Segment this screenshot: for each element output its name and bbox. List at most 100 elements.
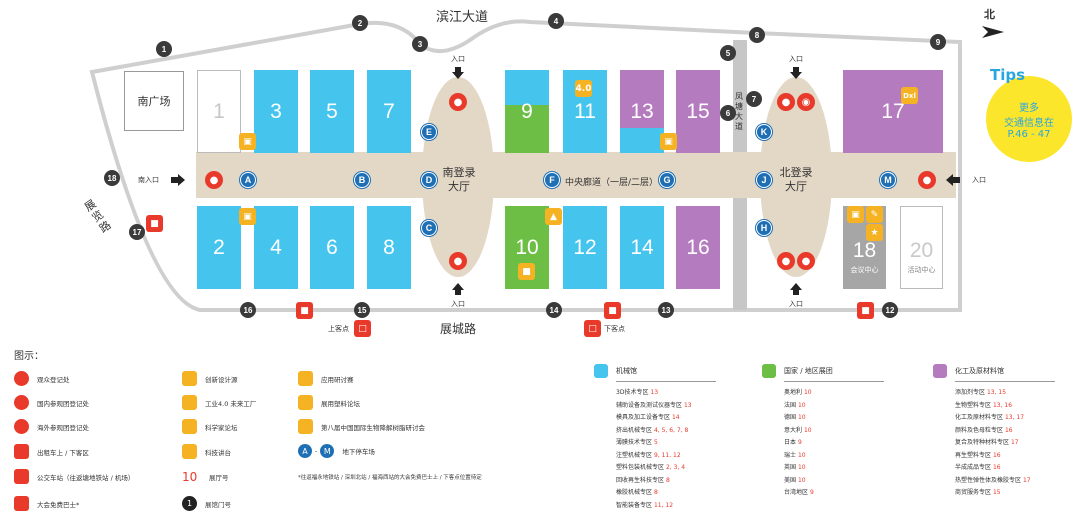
entrance-south-south-lobby[interactable]: 入口 [448,280,468,309]
hall-9[interactable]: 9 [505,70,549,153]
domestic-group-icon[interactable]: ● [797,252,815,270]
taxi-icon[interactable]: ■ [604,302,621,319]
visitor-registration-icon[interactable]: ● [777,252,795,270]
hall-17[interactable]: 17 [843,70,943,153]
taxi-icon[interactable]: ■ [146,215,163,232]
gate-7[interactable]: 7 [746,91,762,107]
category-row-name: 英国 [784,464,797,471]
gate-3[interactable]: 3 [412,36,428,52]
visitor-registration-icon[interactable]: ● [449,252,467,270]
hall-4[interactable]: 4 [254,206,298,289]
hall-13[interactable]: 13 [620,70,664,153]
visitor-registration-icon[interactable]: ● [449,93,467,111]
application-seminar-icon: ▣ [847,206,864,223]
visitor-registration-icon[interactable]: ● [918,171,936,189]
category-row: 美国 10 [784,475,806,484]
hall-6-number: 6 [326,235,338,259]
category-row: 橡胶机械专区 8 [616,487,658,496]
bus-stop-h[interactable]: H [756,220,772,236]
hall-5-number: 5 [326,99,338,123]
gate-8[interactable]: 8 [749,27,765,43]
hall-8-number: 8 [383,235,395,259]
category-row-halls: 17 [1022,476,1031,484]
legend-title: 图示： [14,351,44,362]
category-row: 奥地利 10 [784,387,812,396]
hall-14[interactable]: 14 [620,206,664,289]
gate-6[interactable]: 6 [720,105,736,121]
hall-7[interactable]: 7 [367,70,411,153]
hall-9-number: 9 [521,99,533,123]
entrance-north-south-lobby[interactable]: 入口 [448,54,468,83]
category-row: 智能装备专区 11, 12 [616,500,673,509]
gate-15[interactable]: 15 [354,302,370,318]
bus-stop-a[interactable]: A [240,172,256,188]
bus-stop-j[interactable]: J [756,172,772,188]
free-shuttle-icon[interactable]: □ [584,320,601,337]
category-row-halls: 13 [683,401,692,409]
entrance-east[interactable]: 入口 [946,174,986,186]
gate-14[interactable]: 14 [546,302,562,318]
south-lobby-label: 南登录 大厅 [442,166,476,193]
bus-stop-d[interactable]: D [421,172,437,188]
hall-5[interactable]: 5 [310,70,354,153]
category-row: 模具及加工设备专区 14 [616,412,680,421]
hall-6[interactable]: 6 [310,206,354,289]
gate-16[interactable]: 16 [240,302,256,318]
bus-stop-c[interactable]: C [421,220,437,236]
bus-stop-k[interactable]: K [756,124,772,140]
gate-13[interactable]: 13 [658,302,674,318]
right-arrow-icon [171,174,185,186]
category-row-halls: 14 [671,414,680,421]
bus-stop-m[interactable]: M [880,172,896,188]
taxi-icon [14,444,29,459]
gate-2[interactable]: 2 [352,15,368,31]
category-row-name: 添加剂专区 [955,389,986,396]
bus-stop-g[interactable]: G [659,172,675,188]
hall-12[interactable]: 12 [563,206,607,289]
east-entrance-label: 入口 [972,176,986,184]
category-row: 再生塑料专区 16 [955,450,1001,459]
hall-16[interactable]: 16 [676,206,720,289]
entrance-west[interactable]: 南入口 [138,174,185,186]
taxi-icon[interactable]: ■ [296,302,313,319]
bus-stop-e[interactable]: E [421,124,437,140]
category-row: 薄膜技术专区 5 [616,437,658,446]
tech-talk-icon [182,444,197,459]
entrance-north-north-lobby[interactable]: 入口 [786,54,806,83]
gate-18[interactable]: 18 [104,170,120,186]
tips-bubble[interactable]: 更多 交通信息在 P.46 - 47 [986,76,1072,162]
category-row-name: 智能装备专区 [616,501,653,509]
gate-9[interactable]: 9 [930,34,946,50]
hall-20[interactable]: 20 活动中心 [900,206,943,289]
hall-15[interactable]: 15 [676,70,720,153]
category-row-name: 再生塑料专区 [955,451,992,459]
visitor-registration-icon[interactable]: ● [205,171,223,189]
gate-17[interactable]: 17 [129,224,145,240]
hall-3-number: 3 [270,99,282,123]
hall-10[interactable]: 10 [505,206,549,289]
overseas-group-icon[interactable]: ◉ [797,93,815,111]
category-row-halls: 9, 11, 12 [653,451,681,459]
hall-2[interactable]: 2 [197,206,241,289]
gate-12[interactable]: 12 [882,302,898,318]
bio-symposium-icon: ★ [866,224,883,241]
gate-4[interactable]: 4 [548,13,564,29]
bus-stop-b[interactable]: B [354,172,370,188]
free-shuttle-icon[interactable]: □ [354,320,371,337]
entrance-south-north-lobby[interactable]: 入口 [786,280,806,309]
taxi-icon[interactable]: ■ [857,302,874,319]
hall-8[interactable]: 8 [367,206,411,289]
hall-1[interactable]: 1 [197,70,241,153]
visitor-registration-icon[interactable]: ● [777,93,795,111]
category-row: 复合及特种材料专区 17 [955,437,1019,446]
legend-item: 第八届中国国际生物降解树脂研讨会 [298,419,425,434]
gate-1[interactable]: 1 [156,41,172,57]
legend-item: 科学家论坛 [182,419,238,434]
category-row: 意大利 10 [784,425,812,434]
hall-3[interactable]: 3 [254,70,298,153]
gate-5[interactable]: 5 [720,45,736,61]
category-divider [616,381,716,382]
bus-stop-f[interactable]: F [544,172,560,188]
chemical-swatch [933,364,947,378]
